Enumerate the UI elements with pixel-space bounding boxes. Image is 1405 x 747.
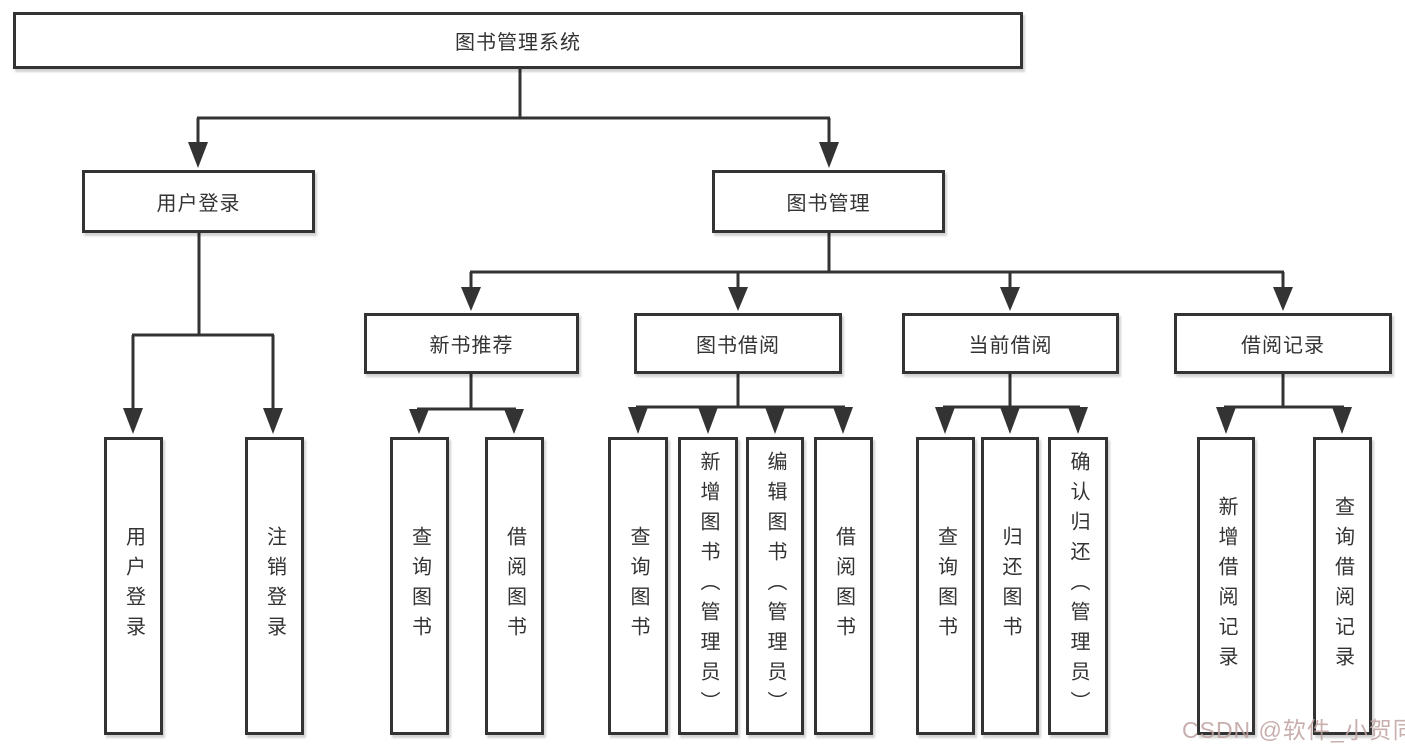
arrowhead <box>504 409 524 434</box>
connector-user-login <box>131 233 275 410</box>
node-label: 借阅记录 <box>1241 335 1325 357</box>
leaf-borrow-books-recommend: 借阅图书 <box>485 437 544 735</box>
node-label: 归还图书 <box>999 526 1021 646</box>
leaf-query-books-current: 查询图书 <box>916 437 975 735</box>
connector-book-management <box>469 233 1285 289</box>
node-label: 图书管理 <box>786 193 871 215</box>
arrowhead <box>461 287 481 311</box>
node-borrow-records: 借阅记录 <box>1174 313 1392 374</box>
connector-current-borrowing <box>943 374 1080 409</box>
arrowhead <box>833 407 853 434</box>
leaf-confirm-return-admin: 确认归还（管理员） <box>1048 437 1108 735</box>
arrowhead <box>728 287 748 311</box>
leaf-add-book-admin: 新增图书（管理员） <box>678 437 738 735</box>
node-label: 当前借阅 <box>968 335 1053 357</box>
arrowhead <box>263 408 283 434</box>
node-label: 查询图书 <box>934 526 957 646</box>
watermark: CSDN @软件_小贺同学 <box>1182 717 1405 743</box>
arrowhead <box>409 409 429 434</box>
node-label: 用户登录 <box>122 526 145 646</box>
leaf-query-borrow-record: 查询借阅记录 <box>1313 437 1372 735</box>
node-book-management: 图书管理 <box>712 170 945 233</box>
node-current-borrowing: 当前借阅 <box>902 313 1119 374</box>
arrowhead <box>188 142 208 168</box>
connector-borrow-records <box>1224 374 1344 409</box>
node-label: 确认归还（管理员） <box>1067 451 1089 721</box>
leaf-logout: 注销登录 <box>245 437 304 735</box>
arrowhead <box>935 407 955 434</box>
leaf-return-books: 归还图书 <box>981 437 1039 735</box>
node-label: 新增借阅记录 <box>1215 496 1237 676</box>
node-user-login: 用户登录 <box>82 170 315 233</box>
node-label: 新书推荐 <box>429 335 514 357</box>
connector-root-to-level2 <box>196 69 831 145</box>
node-label: 查询图书 <box>408 526 431 646</box>
node-label: 查询借阅记录 <box>1331 496 1354 676</box>
arrowhead <box>698 407 718 434</box>
node-book-borrowing: 图书借阅 <box>634 313 842 374</box>
leaf-borrow-books: 借阅图书 <box>814 437 873 735</box>
arrowhead <box>1000 407 1020 434</box>
arrowhead <box>1332 407 1352 434</box>
arrowhead <box>765 407 785 434</box>
connector-new-book-recommend <box>417 374 516 411</box>
arrowhead <box>819 142 839 168</box>
leaf-edit-book-admin: 编辑图书（管理员） <box>746 437 804 735</box>
arrowhead <box>1216 407 1236 434</box>
arrowhead <box>1273 287 1293 311</box>
leaf-user-login: 用户登录 <box>104 437 163 735</box>
arrowhead <box>123 408 143 434</box>
node-new-book-recommend: 新书推荐 <box>364 313 579 374</box>
node-label: 借阅图书 <box>832 526 855 646</box>
arrowhead <box>1068 407 1088 434</box>
node-label: 新增图书（管理员） <box>697 451 719 721</box>
node-label: 图书管理系统 <box>455 32 581 54</box>
node-label: 图书借阅 <box>696 335 780 357</box>
node-label: 注销登录 <box>263 526 286 646</box>
node-label: 用户登录 <box>156 193 241 215</box>
node-library-system: 图书管理系统 <box>13 12 1023 69</box>
leaf-query-books-borrowing: 查询图书 <box>608 437 668 735</box>
connector-book-borrowing <box>636 374 845 409</box>
node-label: 编辑图书（管理员） <box>764 451 786 721</box>
leaf-add-borrow-record: 新增借阅记录 <box>1197 437 1255 735</box>
node-label: 查询图书 <box>627 526 649 646</box>
arrowhead <box>628 407 648 434</box>
arrowhead <box>1000 287 1020 311</box>
leaf-query-books-recommend: 查询图书 <box>390 437 449 735</box>
node-label: 借阅图书 <box>503 526 526 646</box>
